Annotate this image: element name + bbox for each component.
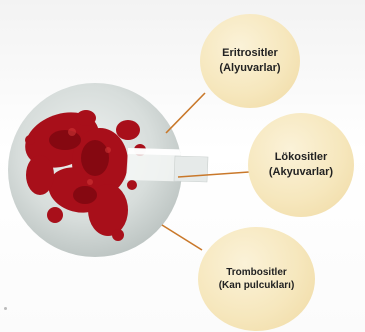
- bubble-trombositler: Trombositler (Kan pulcukları): [198, 227, 315, 331]
- bubble-subtitle: (Akyuvarlar): [269, 165, 333, 180]
- bubble-subtitle: (Alyuvarlar): [219, 61, 280, 76]
- bubble-eritrositler: Eritrositler (Alyuvarlar): [200, 14, 300, 108]
- bubble-title: Trombositler: [226, 266, 287, 279]
- bubble-lokositler: Lökositler (Akyuvarlar): [248, 113, 354, 217]
- connector-line: [166, 93, 205, 133]
- bubble-subtitle: (Kan pulcukları): [219, 279, 295, 292]
- bubble-title: Eritrositler: [222, 46, 278, 61]
- connector-line: [162, 225, 202, 250]
- bullet-dot: [4, 307, 7, 310]
- bubble-title: Lökositler: [275, 150, 328, 165]
